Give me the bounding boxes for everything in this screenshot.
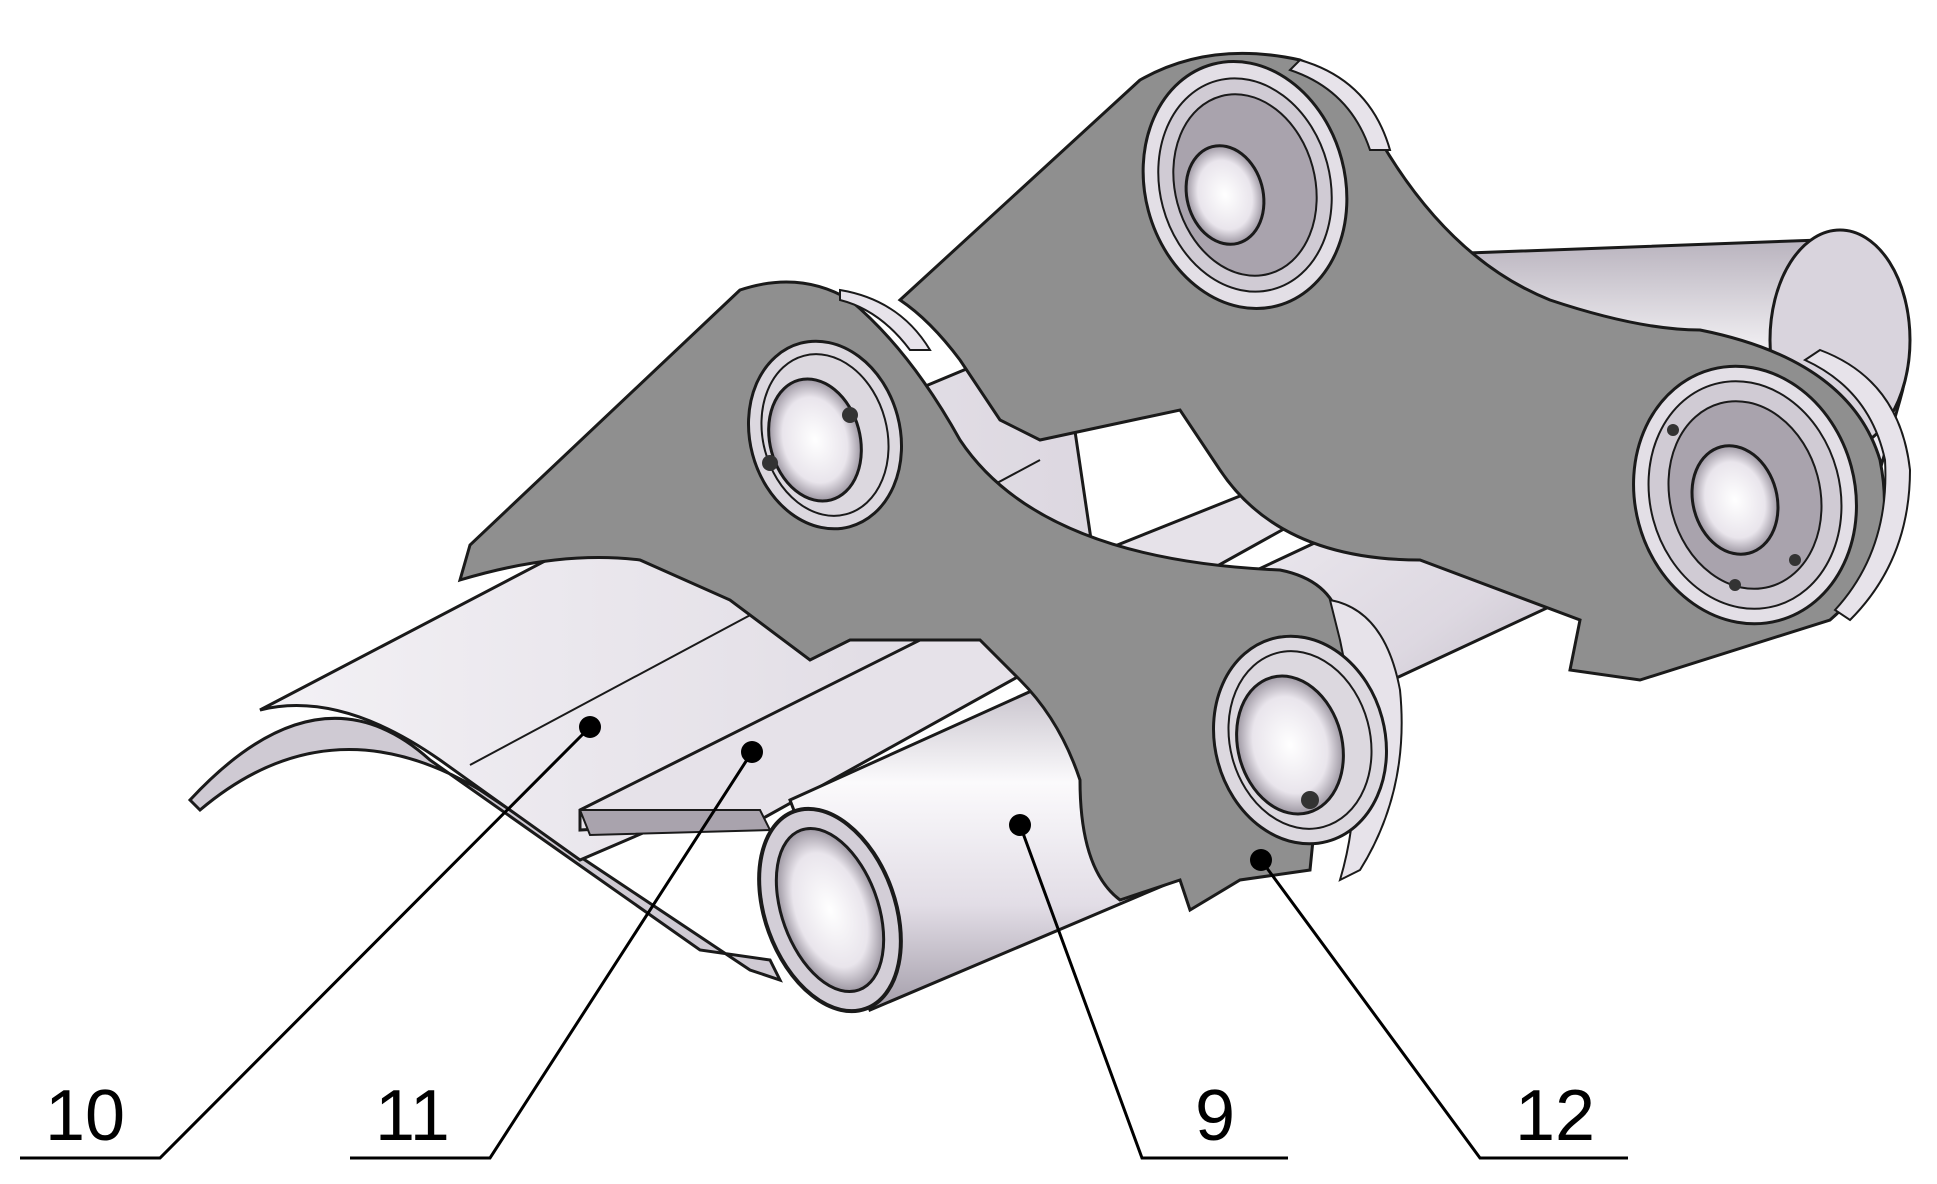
leader-9	[1018, 824, 1288, 1160]
leader-10	[20, 725, 592, 1160]
label-11: 11	[375, 1076, 450, 1156]
label-12: 12	[1515, 1076, 1595, 1156]
label-9: 9	[1195, 1076, 1235, 1156]
leader-lines	[20, 725, 1628, 1160]
bushing-bottom-right	[1632, 364, 1858, 626]
label-10: 10	[45, 1076, 125, 1156]
bushing-top-left	[746, 339, 904, 531]
bushing-bottom-left	[1212, 634, 1388, 846]
leader-12	[1259, 859, 1628, 1160]
bushing-top-right	[1141, 60, 1349, 310]
leader-11	[350, 751, 754, 1160]
